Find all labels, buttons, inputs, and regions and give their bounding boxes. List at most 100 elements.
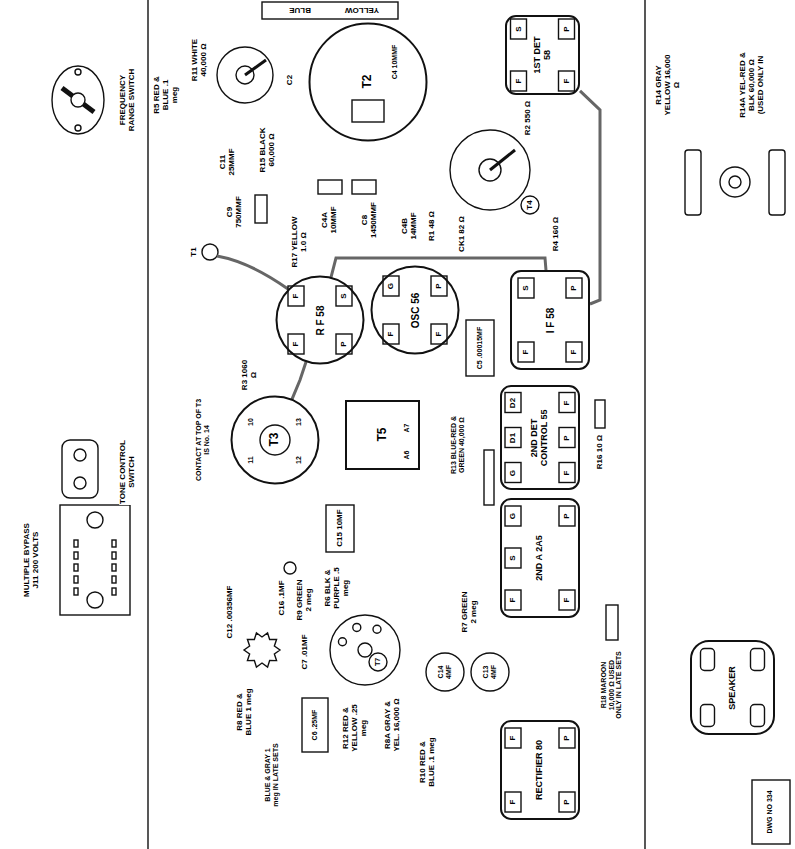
pin-lug xyxy=(505,548,521,568)
part-label: C13 4MF xyxy=(482,657,497,687)
outline-rect xyxy=(511,271,589,369)
outline-rect xyxy=(691,641,774,734)
part-label: YELLOW xyxy=(337,6,387,15)
part-label: R8 RED & BLUE 1 meg xyxy=(236,687,254,737)
part-label: 13 xyxy=(295,415,303,429)
part-label: DWG NO 334 xyxy=(766,787,774,837)
pin-letter: P xyxy=(340,337,349,351)
bypass-terminal xyxy=(74,588,78,595)
capacitor-symbol xyxy=(352,180,376,194)
outline-circle xyxy=(277,277,364,364)
trimmer-plate xyxy=(352,100,384,122)
outline-rect xyxy=(506,16,579,94)
bypass-terminal xyxy=(74,564,78,571)
bypass-terminal xyxy=(112,588,116,595)
pin-letter: S xyxy=(514,22,523,36)
pin-letter: P xyxy=(563,509,572,523)
part-label: C7 .01MF xyxy=(301,632,310,672)
pin-lug xyxy=(518,342,534,362)
tube-label: R F 58 xyxy=(315,299,326,341)
pin-letter: D1 xyxy=(509,431,518,445)
tube-label: 2ND A 2A5 xyxy=(535,528,545,588)
part-label: R1 48 Ω xyxy=(428,206,437,246)
tube-label: OSC 56 xyxy=(410,289,421,331)
bypass-terminal xyxy=(74,540,78,547)
part-label: C9 750MMF xyxy=(226,191,244,233)
part-label: R10 RED & BLUE .1 meg xyxy=(419,735,437,790)
pin-lug xyxy=(505,728,521,748)
pin-lug xyxy=(505,393,521,413)
outline-rect xyxy=(346,401,419,469)
part-label: C15 10MF xyxy=(336,507,345,549)
control-body xyxy=(217,47,273,103)
part-label: BLUE & GRAY 1 meg IN LATE SETS xyxy=(264,740,279,810)
part-label: TONE CONTROL SWITCH xyxy=(119,439,137,505)
pin-letter: F xyxy=(509,593,518,607)
terminal-strip xyxy=(330,615,400,685)
pin-lug xyxy=(559,71,575,91)
part-label: R12 RED & YELLOW .25 meg xyxy=(342,696,368,761)
part-label: R3 1060 Ω xyxy=(241,355,259,395)
socket-circle: T3 xyxy=(230,395,320,485)
capacitor-symbol xyxy=(466,320,494,376)
pin-lug xyxy=(559,506,575,526)
part-label: R5 RED & BLUE .1 meg xyxy=(153,70,179,120)
tube-label: T3 xyxy=(268,428,281,452)
part-label: A6 xyxy=(403,448,411,462)
terminal-circle xyxy=(369,653,387,671)
pin-lug xyxy=(559,792,575,812)
capacitor-symbol xyxy=(255,195,267,223)
part-label: R8A GRAY & YEL. 16,000 Ω xyxy=(384,695,402,755)
part-label: MULTIPLE BYPASS J11 200 VOLTS xyxy=(23,520,41,600)
part-label: BLUE xyxy=(285,6,315,15)
tube-label: RECTIFIER 80 xyxy=(535,740,545,800)
pin-letter: F xyxy=(387,327,396,341)
pin-lug xyxy=(559,590,575,610)
capacitor-symbol xyxy=(326,505,354,552)
outline-circle xyxy=(372,267,459,354)
part-label: C8 1450MMF xyxy=(361,196,379,244)
pin-letter: F xyxy=(514,74,523,88)
switch-lever xyxy=(62,88,94,112)
pin-letter: G xyxy=(509,466,518,480)
socket-circle: T2 xyxy=(308,22,428,142)
pin-letter: P xyxy=(563,431,572,445)
part-label: C4B 14MMF xyxy=(401,204,419,249)
resistor-symbol xyxy=(595,400,605,428)
pin-lug xyxy=(505,792,521,812)
part-label: R14 GRAY YELLOW 16,000 Ω xyxy=(655,50,681,120)
pin-lug xyxy=(518,278,534,298)
part-label: 11 xyxy=(247,453,255,467)
pin-letter: F xyxy=(563,593,572,607)
part-label: C2 xyxy=(286,70,295,90)
outline-rect xyxy=(501,386,579,489)
capacitor-symbol xyxy=(284,562,296,574)
pin-letter: S xyxy=(340,289,349,303)
part-label: R11 WHITE 40,000 Ω xyxy=(191,33,209,88)
pin-lug xyxy=(505,506,521,526)
pin-lug xyxy=(511,71,527,91)
part-label: R9 GREEN 2 meg xyxy=(296,578,314,623)
part-label: T1 xyxy=(190,245,199,259)
terminal-lug xyxy=(353,623,361,631)
switch-body xyxy=(62,440,98,498)
pin-lug xyxy=(559,463,575,483)
part-label: T4 xyxy=(526,198,535,212)
socket-symbol xyxy=(729,176,741,188)
pin-letter: F xyxy=(509,731,518,745)
bypass-terminal xyxy=(112,564,116,571)
pin-lug xyxy=(566,342,582,362)
bypass-terminal xyxy=(74,576,78,583)
pin-letter: F xyxy=(292,337,301,351)
terminal-lug xyxy=(373,625,381,633)
pin-lug xyxy=(559,393,575,413)
part-label: FREQUENCY RANGE SWITCH xyxy=(119,67,137,133)
choke-lug xyxy=(490,150,515,170)
hex-nut xyxy=(87,512,103,528)
resistor-symbol xyxy=(606,605,618,640)
outline-rect xyxy=(501,721,579,819)
pin-letter: G xyxy=(509,509,518,523)
pin-lug xyxy=(505,428,521,448)
speaker-prong xyxy=(701,649,715,671)
